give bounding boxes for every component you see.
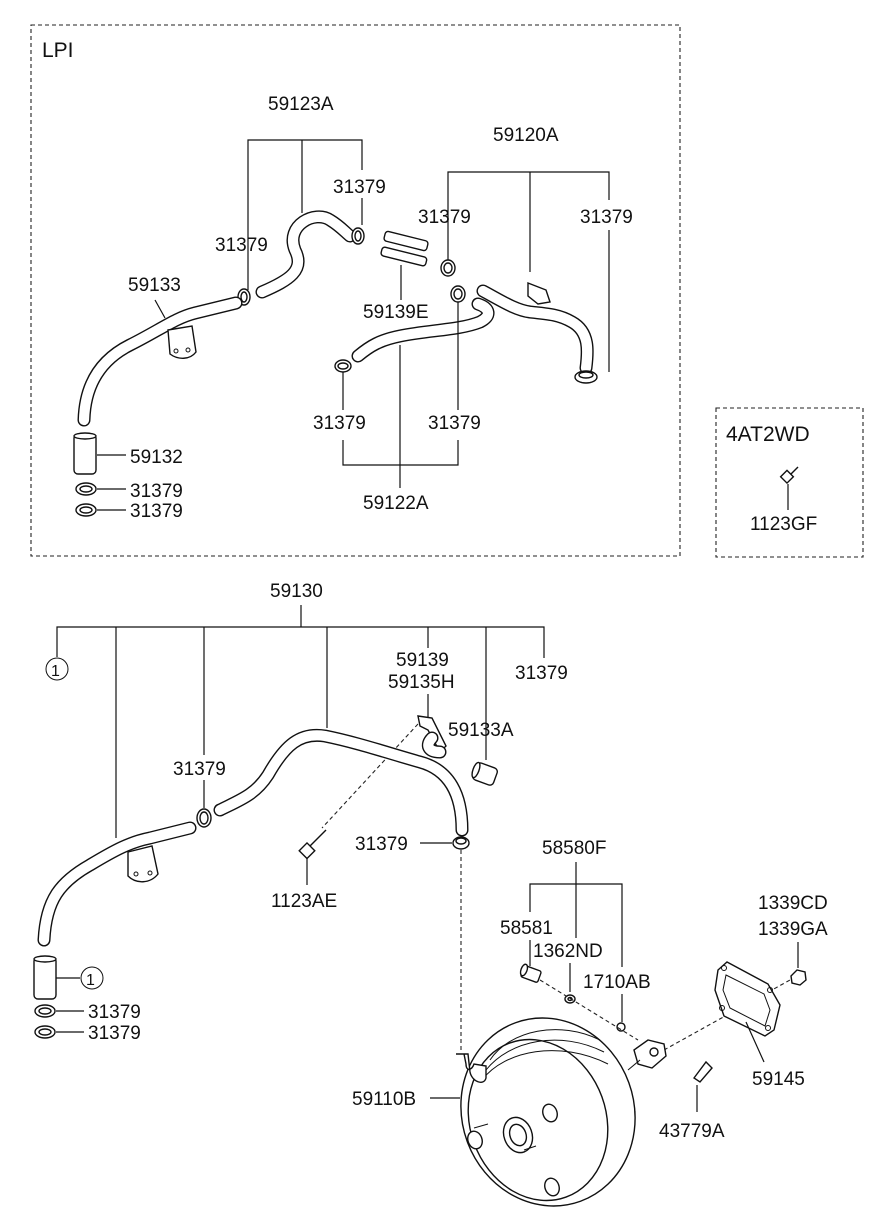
hose-59122A [351, 297, 495, 363]
label-59139E: 59139E [363, 302, 429, 323]
at2wd-section-title: 4AT2WD [726, 423, 810, 446]
bolt-1123GF [779, 466, 799, 485]
clamp-31379-main-a [196, 808, 212, 828]
label-1339GA: 1339GA [758, 919, 828, 940]
label-59133: 59133 [128, 275, 181, 296]
label-31379-lpi-f: 31379 [580, 207, 633, 228]
svg-text:1: 1 [51, 663, 60, 680]
circle-ref-1-top: 1 [45, 657, 69, 681]
label-31379-lpi-e: 31379 [418, 207, 471, 228]
clamp-31379-main-d [34, 1025, 56, 1039]
label-59110B: 59110B [352, 1089, 416, 1110]
hose-59123A [255, 210, 357, 299]
gasket-59145 [714, 961, 781, 1037]
label-31379-lpi-c: 31379 [130, 481, 183, 502]
callout-59123A: 59123A [247, 94, 363, 290]
bolt-1123AE [298, 829, 327, 860]
ring-1710AB [616, 1022, 626, 1032]
label-31379-lpi-h: 31379 [428, 413, 481, 434]
clamp-31379-lpi-f [574, 370, 598, 384]
label-43779A: 43779A [659, 1121, 725, 1142]
clamp-31379-lpi-d [75, 503, 97, 517]
callout-59130: 59130 [56, 581, 545, 838]
booster-valve-port [456, 1053, 487, 1083]
callout-59122A: 59122A [342, 302, 459, 514]
pipe-59133 [77, 296, 243, 427]
svg-text:59130: 59130 [270, 581, 323, 602]
hose-59132 [73, 432, 97, 475]
pipe-59130 [37, 821, 197, 947]
label-1123GF: 1123GF [750, 514, 817, 535]
clamp-31379-lpi-g [450, 285, 466, 303]
label-31379-lpi-g: 31379 [313, 413, 366, 434]
label-58581: 58581 [500, 918, 553, 939]
lpi-section-box [30, 24, 681, 557]
clamp-31379-lpi-h [334, 359, 352, 373]
clamp-31379-main-c [34, 1004, 56, 1018]
circle-ref-1-bottom: 1 [80, 966, 104, 990]
pin-43779A [692, 1060, 713, 1083]
booster-rod-end [627, 1039, 667, 1071]
label-31379-main-b: 31379 [355, 834, 408, 855]
valve-59139 [417, 715, 447, 759]
label-31379-lpi-b: 31379 [215, 235, 268, 256]
brake-booster-59110B [460, 1017, 636, 1207]
label-59132: 59132 [130, 447, 183, 468]
part-58581 [519, 963, 542, 983]
svg-text:59120A: 59120A [493, 125, 559, 146]
svg-text:1: 1 [86, 972, 95, 989]
at2wd-section-box [715, 407, 864, 558]
hose-59133A [471, 761, 498, 786]
lpi-section-title: LPI [42, 39, 74, 62]
label-31379-main-d: 31379 [88, 1023, 141, 1044]
label-59145: 59145 [752, 1069, 805, 1090]
hose-59130 [213, 728, 469, 837]
hose-59120A [476, 281, 594, 375]
hose-piece-bottom [33, 955, 57, 1000]
clamp-31379-main-b [452, 836, 470, 850]
nut-1339GA [790, 969, 807, 986]
label-1710AB: 1710AB [583, 972, 651, 993]
svg-text:58580F: 58580F [542, 838, 606, 859]
label-59135H: 59135H [388, 672, 455, 693]
label-1362ND: 1362ND [533, 941, 603, 962]
label-31379-lpi-d: 31379 [130, 501, 183, 522]
label-59133A: 59133A [448, 720, 514, 741]
svg-text:59123A: 59123A [268, 94, 334, 115]
clamp-31379-lpi-e [440, 259, 456, 277]
callout-59120A: 59120A [447, 125, 610, 272]
svg-text:59122A: 59122A [363, 493, 429, 514]
label-31379-main-top: 31379 [515, 663, 568, 684]
label-31379-main-a: 31379 [173, 759, 226, 780]
callout-58580F: 58580F [529, 838, 623, 967]
clamp-31379-lpi-a [351, 227, 365, 245]
label-31379-lpi-a: 31379 [333, 177, 386, 198]
valve-59139E [380, 230, 429, 267]
label-1123AE: 1123AE [271, 891, 337, 912]
label-59139: 59139 [396, 650, 449, 671]
label-1339CD: 1339CD [758, 893, 828, 914]
label-31379-main-c: 31379 [88, 1002, 141, 1023]
clamp-31379-lpi-c [75, 482, 97, 496]
